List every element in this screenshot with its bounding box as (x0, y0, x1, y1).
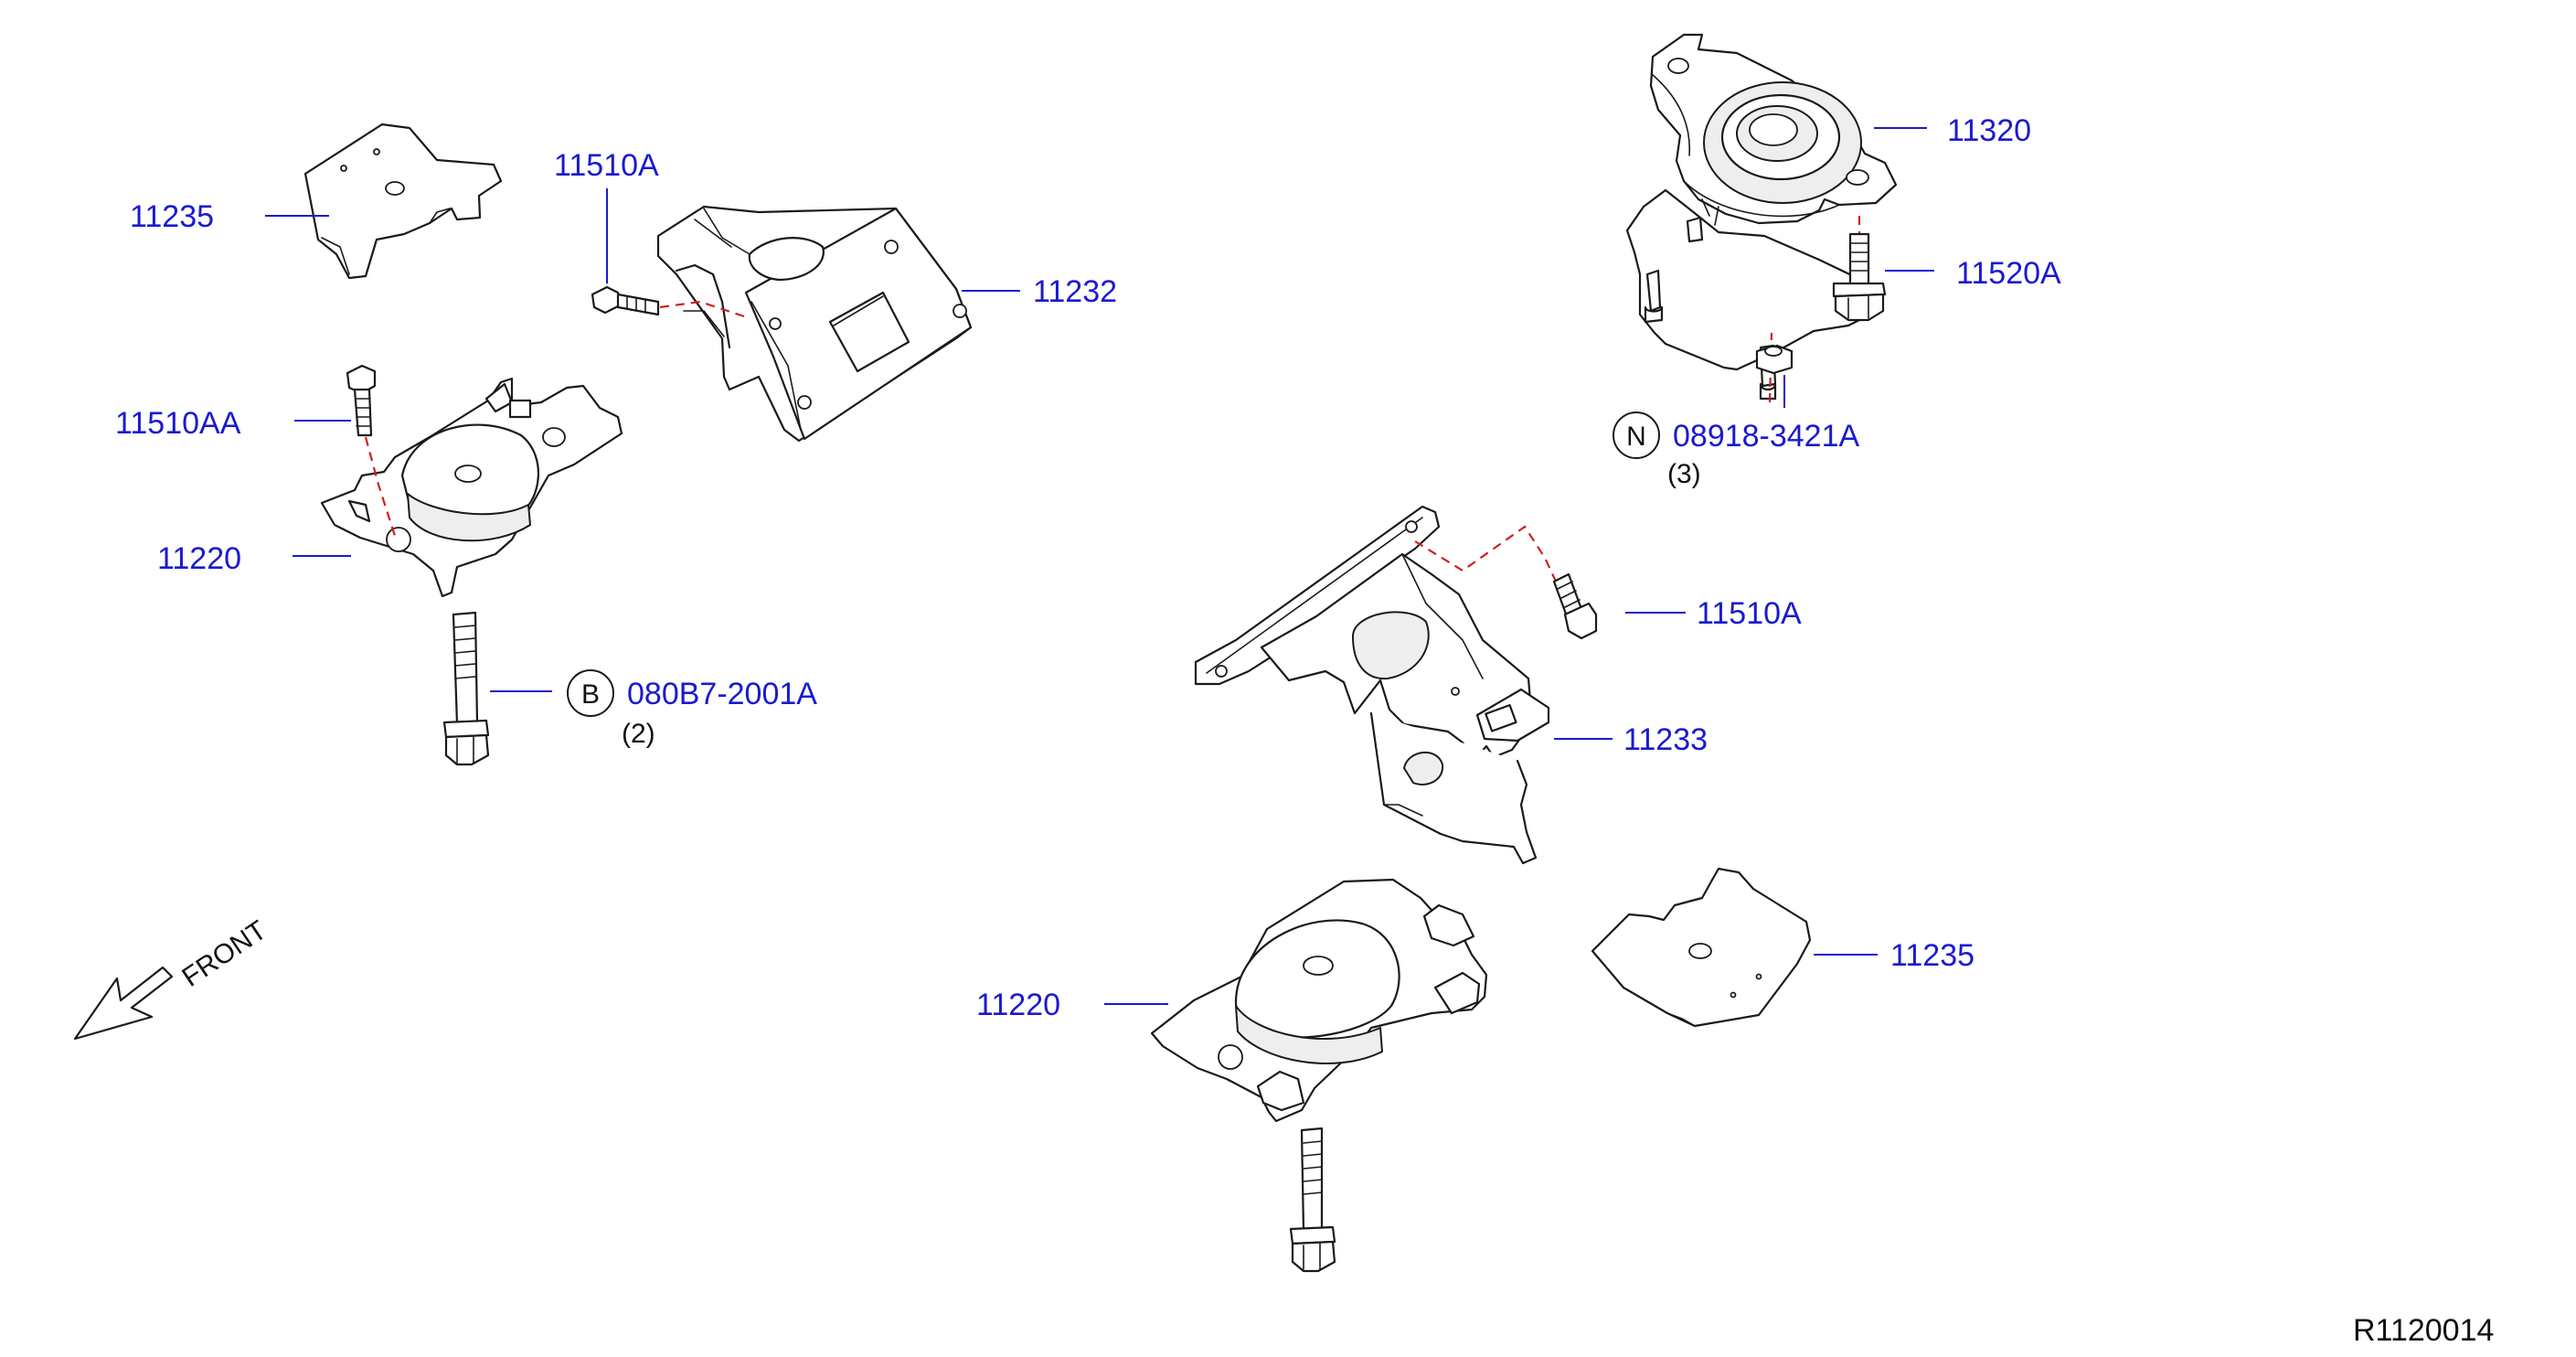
part-11232-bracket (656, 205, 973, 443)
guide-11510aa (364, 436, 397, 537)
bolt-11510a-right (1552, 572, 1598, 640)
label-08918-qty: (3) (1667, 459, 1701, 489)
bolt-11510aa (346, 364, 377, 437)
circle-code-b: B (567, 669, 614, 717)
front-label: FRONT (176, 915, 271, 993)
label-11235-top: 11235 (130, 199, 214, 234)
label-080b7-qty: (2) (622, 719, 655, 749)
diagram-reference-code: R1120014 (2353, 1313, 2494, 1348)
part-11320-mount (1625, 33, 1898, 401)
circle-code-n: N (1613, 411, 1660, 459)
leader-lines (265, 127, 1934, 1005)
part-11235-insulator-top (303, 123, 503, 280)
part-11235-insulator-right (1591, 867, 1812, 1028)
part-11220-insulator-left (320, 377, 623, 598)
part-11220-insulator-bottom (1150, 878, 1488, 1123)
label-11510a-right: 11510A (1697, 596, 1802, 631)
label-11510aa: 11510AA (115, 406, 241, 441)
label-11520a: 11520A (1956, 256, 2061, 291)
part-11233-bracket (1194, 505, 1550, 865)
circle-code-b-letter: B (581, 679, 600, 710)
label-08918-3421a: 08918-3421A (1673, 419, 1860, 454)
nut-08918-3421a (1755, 344, 1794, 375)
bolt-080b7-2001a (442, 611, 490, 766)
label-11320: 11320 (1947, 113, 2031, 148)
front-arrow-icon (73, 966, 174, 1041)
label-11232: 11232 (1033, 274, 1117, 309)
bolt-11510a-top (591, 285, 660, 316)
bolt-bottom-long (1289, 1127, 1336, 1273)
bolt-11520a (1832, 232, 1887, 322)
label-11220-bottom: 11220 (976, 988, 1060, 1022)
label-11510a-top: 11510A (554, 148, 659, 183)
guide-11510a-right (1414, 525, 1559, 586)
label-11233: 11233 (1623, 722, 1708, 757)
circle-code-n-letter: N (1626, 422, 1646, 452)
label-11235-right: 11235 (1890, 938, 1975, 973)
label-080b7-2001a: 080B7-2001A (627, 677, 817, 711)
label-11220-left: 11220 (157, 541, 241, 576)
